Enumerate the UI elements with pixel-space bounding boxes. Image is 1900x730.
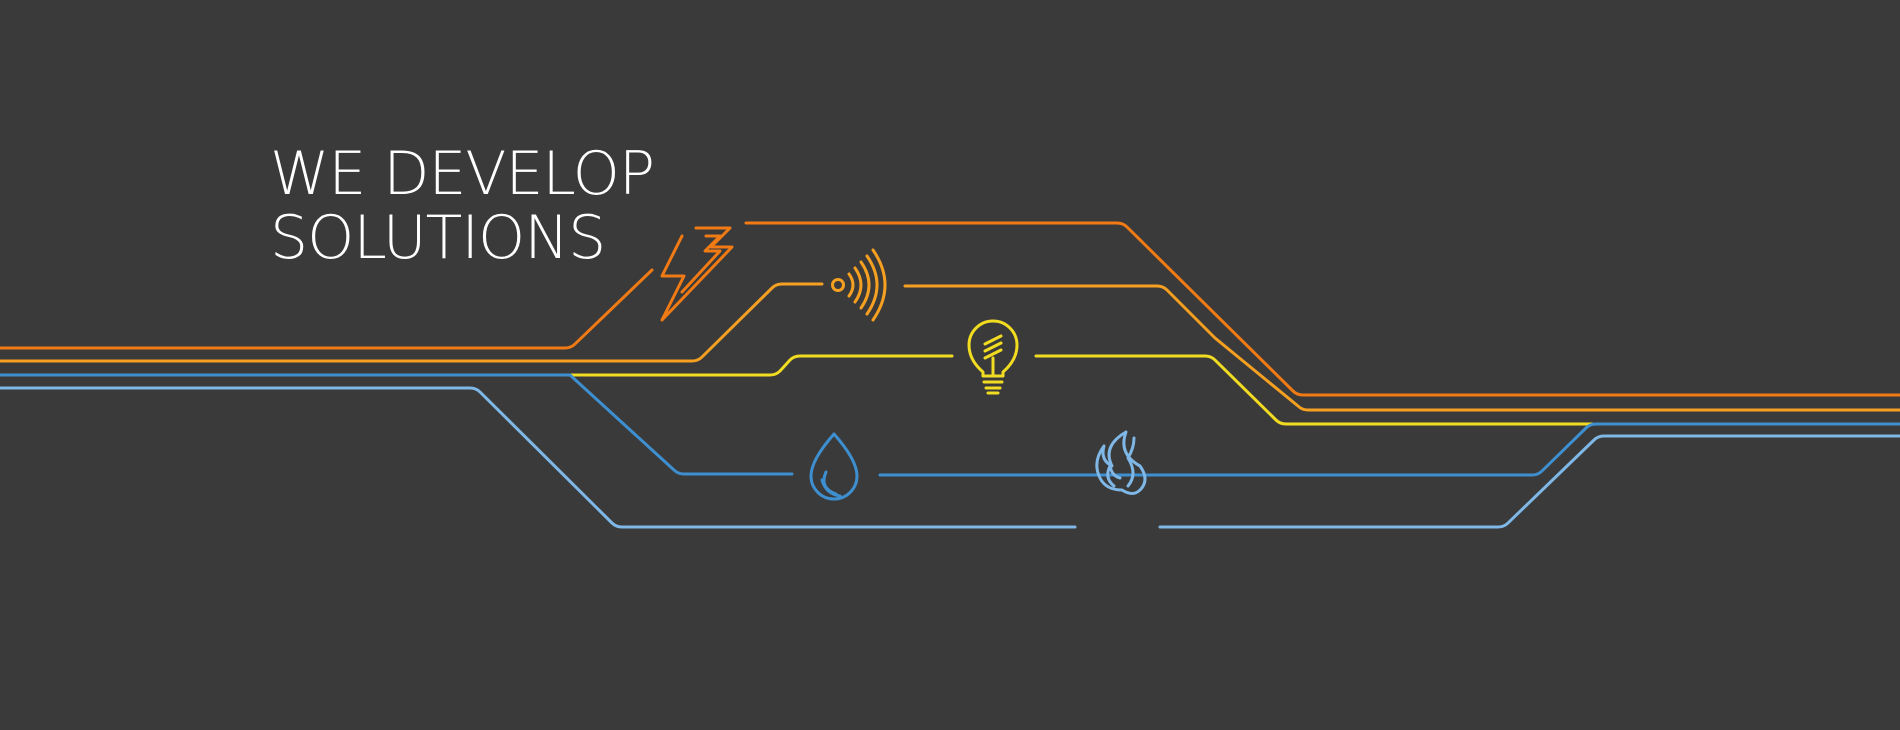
water-drop-icon (809, 432, 859, 501)
title-line-1: WE DEVELOP (270, 139, 655, 209)
wireless-signal-icon (831, 248, 887, 322)
line-orange (0, 282, 1900, 412)
lightning-bolt-icon (660, 226, 734, 322)
line-dark-orange (0, 221, 1900, 397)
line-yellow (568, 354, 1594, 426)
light-bulb-icon (967, 319, 1019, 395)
flame-icon (1095, 430, 1147, 495)
title-line-2: SOLUTIONS (270, 203, 606, 273)
line-light-blue (0, 386, 1900, 529)
page-title: WE DEVELOP SOLUTIONS (270, 139, 655, 273)
line-blue (0, 373, 1900, 477)
